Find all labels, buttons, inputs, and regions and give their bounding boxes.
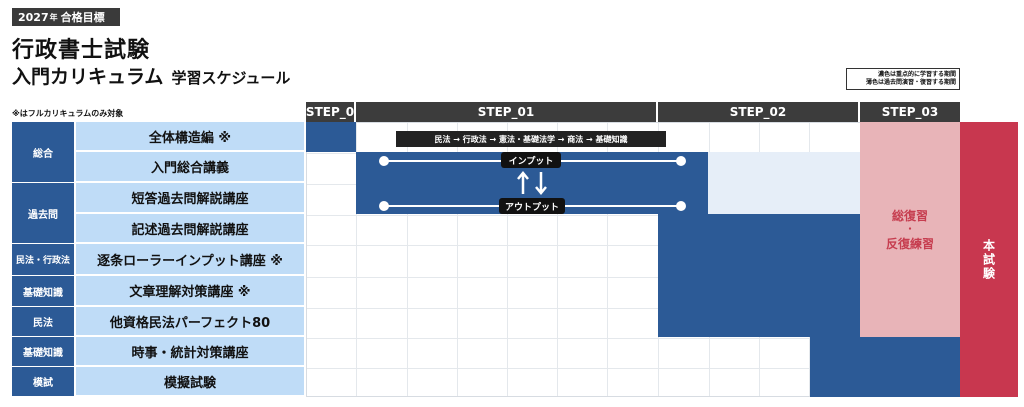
- course-overview: 全体構造編 ※: [76, 122, 304, 152]
- input-label: インプット: [501, 152, 561, 168]
- course-intro-lecture: 入門総合講義: [76, 152, 304, 183]
- course-current-affairs: 時事・統計対策講座: [76, 337, 304, 367]
- review-line2: 反復練習: [885, 236, 934, 251]
- input-end-dot: [676, 156, 686, 166]
- review-dot: ・: [905, 224, 915, 235]
- step-02-header: STEP_02: [658, 102, 858, 122]
- review-line1: 総復習: [891, 208, 928, 223]
- bar-step2-focus: [658, 214, 860, 337]
- category-general: 総合: [12, 122, 74, 183]
- legend-light: 薄色は過去問演習・復習する期間: [865, 79, 956, 86]
- category-mock-exam: 模試: [12, 367, 74, 397]
- bar-late-courses: [810, 337, 960, 397]
- output-start-dot: [379, 201, 389, 211]
- legend-dark: 濃色は重点的に学習する期間: [877, 71, 956, 78]
- target-year-badge: 2027 年 合格目標: [12, 8, 120, 26]
- bar-overview-step0: [306, 122, 356, 152]
- output-label: アウトプット: [499, 198, 565, 214]
- step-01-header: STEP_01: [356, 102, 656, 122]
- bar-review-light: [708, 152, 860, 214]
- badge-year-suffix: 年: [49, 12, 58, 22]
- review-block: 総復習 ・ 反復練習: [860, 122, 960, 337]
- output-end-dot: [676, 201, 686, 211]
- course-mock-exam: 模擬試験: [76, 367, 304, 397]
- step-0-header: STEP_0: [306, 102, 354, 122]
- final-exam-block: 本試験: [960, 122, 1018, 397]
- input-start-dot: [379, 156, 389, 166]
- page-title: 行政書士試験: [12, 38, 151, 63]
- course-short-answer-past: 短答過去問解説講座: [76, 183, 304, 214]
- category-basic-knowledge-2: 基礎知識: [12, 337, 74, 367]
- step-03-header: STEP_03: [860, 102, 960, 122]
- color-legend: 濃色は重点的に学習する期間 薄色は過去問演習・復習する期間: [846, 68, 960, 90]
- course-essay-past: 記述過去問解説講座: [76, 214, 304, 244]
- curriculum-title: 入門カリキュラム: [12, 66, 164, 88]
- course-article-roller: 逐条ローラーインプット講座 ※: [76, 244, 304, 276]
- subject-order-label: 民法 → 行政法 → 憲法・基礎法学 → 商法 → 基礎知識: [396, 131, 666, 147]
- badge-goal: 合格目標: [60, 11, 105, 24]
- cycle-arrows-icon: [517, 171, 547, 195]
- course-reading-comprehension: 文章理解対策講座 ※: [76, 276, 304, 307]
- full-curriculum-note: ※はフルカリキュラムのみ対象: [12, 109, 124, 118]
- category-civil-law: 民法: [12, 307, 74, 337]
- category-past-exams: 過去問: [12, 183, 74, 244]
- course-civil-perfect80: 他資格民法パーフェクト80: [76, 307, 304, 337]
- page-subtitle: 入門カリキュラム学習スケジュール: [12, 62, 290, 89]
- schedule-label: 学習スケジュール: [171, 69, 291, 87]
- badge-year: 2027: [18, 10, 49, 24]
- category-basic-knowledge: 基礎知識: [12, 276, 74, 307]
- category-civil-admin: 民法・行政法: [12, 244, 74, 276]
